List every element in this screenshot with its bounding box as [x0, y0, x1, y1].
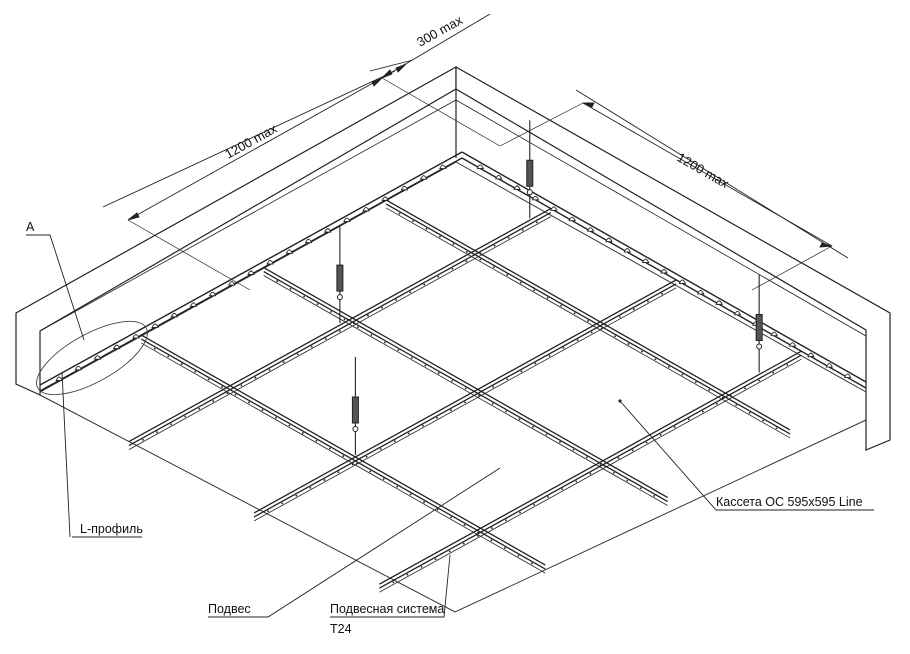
- right-wall: [455, 65, 891, 451]
- cross-tee-3: [140, 334, 546, 574]
- clip-left-17: [132, 334, 140, 339]
- hanger-3: [755, 274, 763, 373]
- clip-left-7: [324, 228, 332, 233]
- clip-left-4: [381, 196, 389, 201]
- clip-left-18: [113, 344, 121, 350]
- wall-clips: [55, 164, 852, 381]
- clip-right-7: [586, 227, 595, 232]
- clip-left-8: [304, 238, 313, 244]
- clip-right-3: [513, 185, 521, 190]
- l-profile-rails: [39, 151, 867, 392]
- clip-right-11: [660, 269, 668, 274]
- clip-right-4: [531, 195, 540, 201]
- clip-right-1: [476, 164, 485, 169]
- clip-left-19: [93, 355, 102, 360]
- clip-left-1: [439, 164, 447, 170]
- label-cassette: Кассета OC 595x595 Line: [716, 495, 863, 509]
- clip-left-10: [266, 259, 274, 265]
- hanger-4: [351, 356, 359, 455]
- leader-lines: [26, 234, 874, 618]
- clip-left-3: [400, 185, 409, 191]
- clip-right-21: [843, 373, 852, 378]
- clip-right-15: [733, 310, 742, 316]
- label-hanger: Подвес: [208, 602, 251, 616]
- clip-left-6: [343, 217, 351, 222]
- dim-left-long: 1200 max: [222, 121, 280, 162]
- left-wall: [15, 65, 457, 396]
- cassette-leader-dot: [618, 399, 622, 403]
- hangers: [336, 120, 763, 455]
- hanger-2: [336, 225, 344, 324]
- clip-right-17: [770, 331, 778, 337]
- clip-left-11: [247, 270, 255, 275]
- clip-right-10: [641, 258, 650, 263]
- detail-a-ellipse: [36, 320, 148, 396]
- cross-tee-1: [385, 199, 791, 439]
- main-tee-2: [253, 279, 677, 522]
- clip-right-18: [788, 342, 797, 347]
- detail-marker-a: A: [26, 220, 35, 234]
- clip-left-12: [228, 281, 236, 286]
- label-suspension-line2: T24: [330, 622, 352, 636]
- clip-right-13: [697, 289, 705, 295]
- cross-tee-2: [263, 266, 668, 506]
- clip-right-2: [495, 174, 503, 180]
- clip-left-15: [170, 312, 178, 318]
- clip-left-20: [74, 365, 83, 371]
- main-tee-3: [379, 350, 802, 593]
- clip-right-9: [623, 248, 631, 253]
- clip-right-14: [715, 300, 723, 305]
- clip-left-9: [285, 249, 294, 254]
- clip-left-14: [189, 302, 198, 307]
- clip-left-5: [362, 207, 370, 212]
- clip-right-20: [825, 363, 833, 368]
- t24-grid: [128, 199, 802, 593]
- clip-right-19: [807, 352, 815, 358]
- clip-right-8: [605, 237, 613, 243]
- clip-left-13: [208, 291, 217, 297]
- clip-left-21: [55, 376, 63, 381]
- label-suspension-line1: Подвесная система: [330, 602, 444, 616]
- clip-right-5: [550, 206, 558, 211]
- clip-right-12: [678, 279, 687, 284]
- label-l-profile: L-профиль: [80, 522, 143, 536]
- clip-left-16: [151, 323, 159, 328]
- clip-left-2: [419, 175, 428, 180]
- clip-right-6: [568, 216, 576, 222]
- walls: [15, 65, 891, 451]
- hanger-1: [526, 120, 534, 219]
- dimension-lines: [102, 13, 849, 291]
- dim-right-long: 1200 max: [675, 150, 732, 192]
